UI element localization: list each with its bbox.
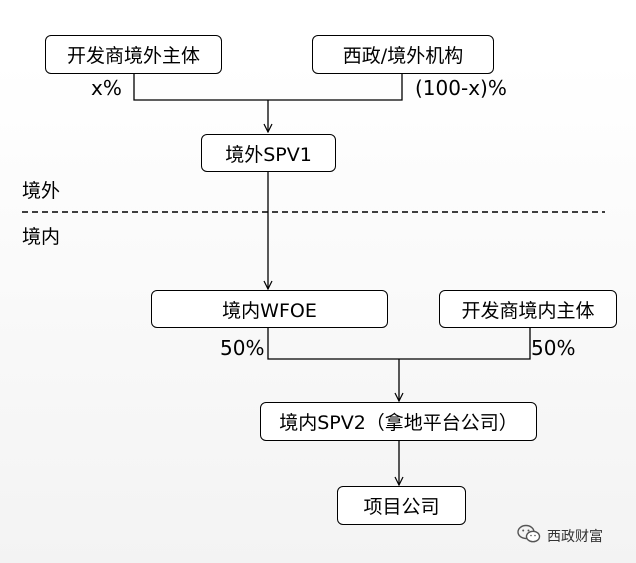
region-onshore: 境内	[22, 226, 61, 248]
pct-xizheng-offshore: (100-x)%	[415, 76, 507, 100]
node-spv2: 境内SPV2（拿地平台公司）	[260, 402, 537, 441]
node-wfoe: 境内WFOE	[151, 290, 388, 328]
wechat-icon	[517, 524, 541, 548]
node-developer-onshore: 开发商境内主体	[439, 290, 617, 328]
node-spv1: 境外SPV1	[201, 134, 336, 172]
watermark-text: 西政财富	[547, 529, 603, 545]
region-offshore: 境外	[22, 180, 61, 202]
pct-developer-offshore: x%	[91, 76, 122, 100]
watermark: 西政财富	[517, 524, 603, 548]
pct-developer-onshore: 50%	[531, 336, 576, 360]
node-project-company: 项目公司	[337, 486, 466, 525]
pct-wfoe: 50%	[220, 336, 265, 360]
node-developer-offshore: 开发商境外主体	[45, 35, 222, 74]
bracket-top	[133, 74, 403, 101]
node-xizheng-offshore: 西政/境外机构	[312, 35, 494, 74]
bracket-middle	[267, 328, 531, 360]
